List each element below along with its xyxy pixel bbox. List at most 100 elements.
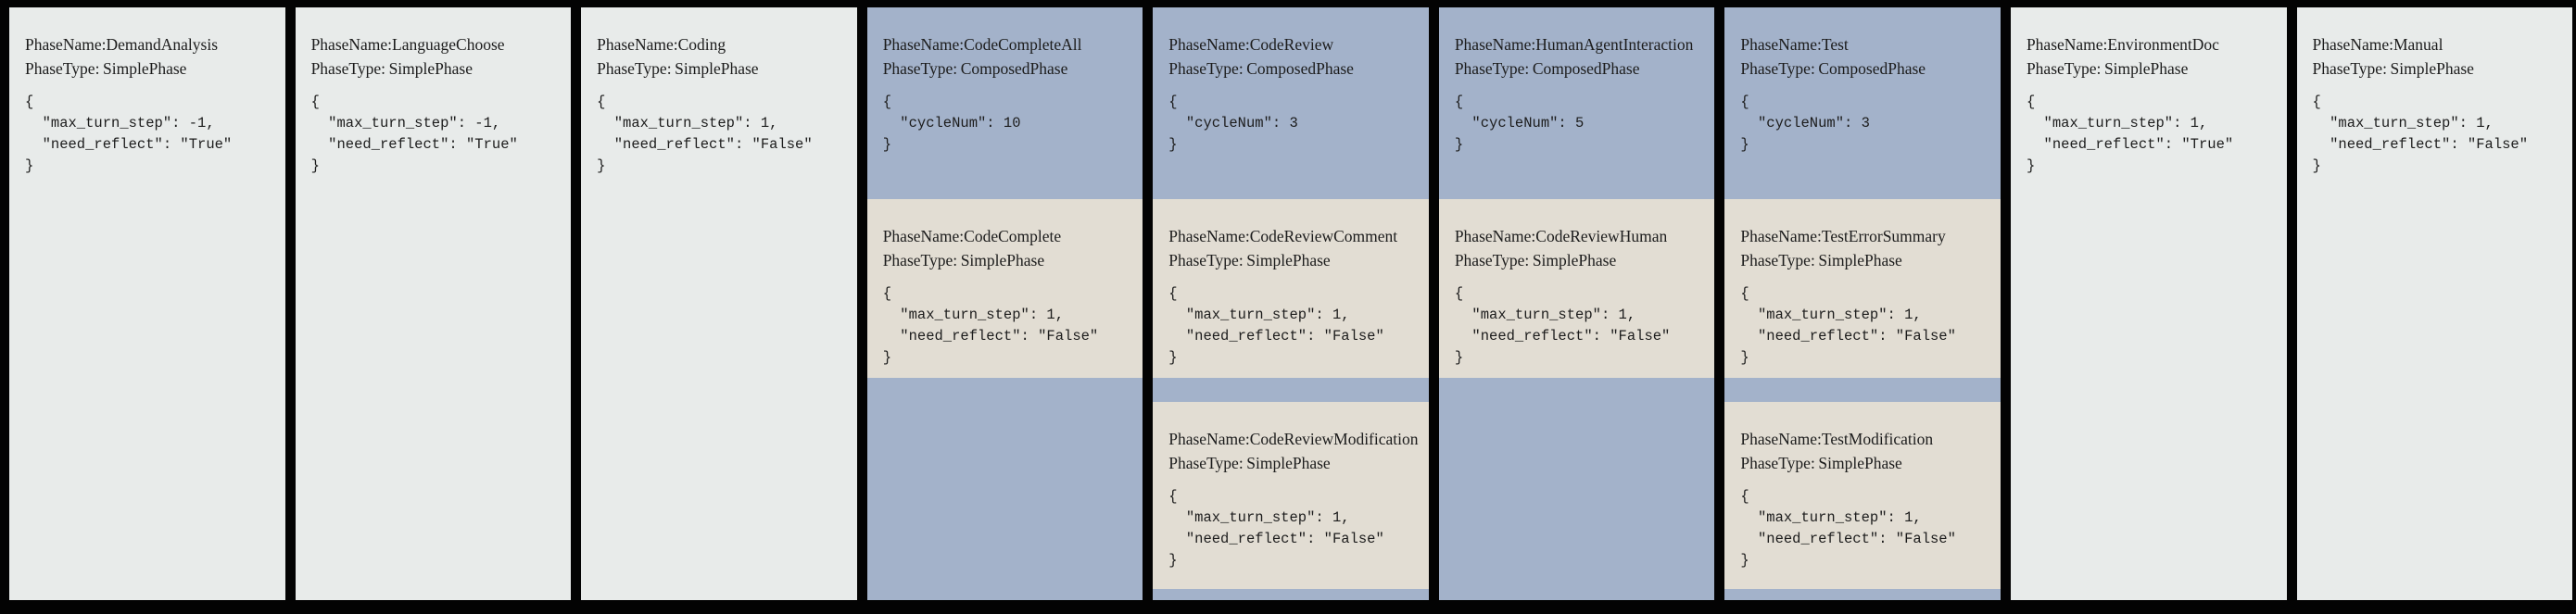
phase-params-json: { "max_turn_step": -1, "need_reflect": "… — [310, 94, 518, 174]
phase-params-json: { "cycleNum": 3 } — [1740, 94, 1870, 153]
phase-type-label: PhaseType: — [2312, 59, 2387, 78]
phase-name-label: PhaseName: — [25, 35, 107, 54]
card-filler — [581, 199, 857, 600]
phase-name-label: PhaseName: — [882, 227, 965, 245]
phase-name-label: PhaseName: — [1740, 430, 1822, 448]
phase-name-label: PhaseName: — [597, 35, 678, 54]
phase-name-value: CodeReviewHuman — [1535, 227, 1668, 245]
phase-name-value: CodeComplete — [964, 227, 1062, 245]
phase-type-label: PhaseType: — [1168, 251, 1244, 269]
phase-name-value: Coding — [677, 35, 726, 54]
phase-type-value: ComposedPhase — [1246, 59, 1354, 78]
phase-params-json: { "max_turn_step": 1, "need_reflect": "T… — [2026, 94, 2234, 174]
phase-name-label: PhaseName: — [2312, 35, 2393, 54]
phase-type-value: SimplePhase — [1818, 454, 1902, 472]
phase-name-line: PhaseName: CodeComplete — [883, 224, 1130, 248]
phase-type-line: PhaseType: SimplePhase — [1455, 248, 1702, 272]
card-filler — [2297, 199, 2573, 600]
phase-card-Coding: PhaseName: Coding PhaseType: SimplePhase… — [581, 7, 857, 600]
phase-section: PhaseName: Manual PhaseType: SimplePhase… — [2297, 7, 2573, 199]
phase-type-line: PhaseType: SimplePhase — [1168, 451, 1416, 475]
phase-card-Manual: PhaseName: Manual PhaseType: SimplePhase… — [2296, 7, 2573, 600]
phase-type-line: PhaseType: ComposedPhase — [883, 56, 1130, 81]
card-filler — [867, 378, 1143, 600]
phase-type-label: PhaseType: — [882, 59, 958, 78]
phase-type-value: SimplePhase — [960, 251, 1045, 269]
phase-name-label: PhaseName: — [1168, 227, 1250, 245]
phase-type-label: PhaseType: — [310, 59, 385, 78]
phase-name-label: PhaseName: — [1454, 35, 1536, 54]
sub-phase-card-TestModification: PhaseName: TestModification PhaseType: S… — [1724, 402, 2001, 589]
subphase-gap — [1153, 378, 1429, 402]
phase-type-value: ComposedPhase — [1818, 59, 1926, 78]
phase-name-label: PhaseName: — [1168, 35, 1250, 54]
card-filler — [1439, 378, 1715, 600]
phase-params-json: { "max_turn_step": 1, "need_reflect": "F… — [597, 94, 813, 174]
phase-type-label: PhaseType: — [1740, 251, 1815, 269]
phase-name-value: Test — [1821, 35, 1849, 54]
phase-params-json: { "max_turn_step": 1, "need_reflect": "F… — [2312, 94, 2529, 174]
phase-name-line: PhaseName: CodeReviewComment — [1168, 224, 1416, 248]
phase-name-value: LanguageChoose — [392, 35, 505, 54]
phase-type-value: SimplePhase — [2103, 59, 2189, 78]
phase-type-label: PhaseType: — [2026, 59, 2102, 78]
phase-section: PhaseName: HumanAgentInteraction PhaseTy… — [1439, 7, 1715, 199]
phase-name-line: PhaseName: Manual — [2313, 32, 2560, 56]
phase-type-line: PhaseType: SimplePhase — [1740, 248, 1988, 272]
phase-section: PhaseName: DemandAnalysis PhaseType: Sim… — [9, 7, 285, 199]
phase-params-json: { "max_turn_step": 1, "need_reflect": "F… — [1454, 285, 1671, 366]
phase-type-line: PhaseType: SimplePhase — [2027, 56, 2274, 81]
phase-type-line: PhaseType: SimplePhase — [311, 56, 559, 81]
sub-phase-card-CodeReviewModification: PhaseName: CodeReviewModification PhaseT… — [1153, 402, 1429, 589]
phase-name-line: PhaseName: CodeReview — [1168, 32, 1416, 56]
phase-name-value: Manual — [2393, 35, 2443, 54]
phase-params-json: { "cycleNum": 3 } — [1168, 94, 1298, 153]
phase-type-label: PhaseType: — [1168, 59, 1244, 78]
phase-name-line: PhaseName: CodeCompleteAll — [883, 32, 1130, 56]
sub-phase-card-TestErrorSummary: PhaseName: TestErrorSummary PhaseType: S… — [1724, 199, 2001, 378]
phase-name-line: PhaseName: EnvironmentDoc — [2027, 32, 2274, 56]
phase-name-label: PhaseName: — [2026, 35, 2108, 54]
phase-card-DemandAnalysis: PhaseName: DemandAnalysis PhaseType: Sim… — [9, 7, 285, 600]
phase-name-line: PhaseName: TestErrorSummary — [1740, 224, 1988, 248]
phase-name-label: PhaseName: — [1740, 35, 1822, 54]
phase-type-label: PhaseType: — [1740, 454, 1815, 472]
phase-params-json: { "max_turn_step": 1, "need_reflect": "F… — [1740, 488, 1956, 569]
phase-name-value: DemandAnalysis — [106, 35, 219, 54]
phase-name-line: PhaseName: TestModification — [1740, 427, 1988, 451]
phase-type-label: PhaseType: — [882, 251, 958, 269]
phase-type-value: SimplePhase — [1818, 251, 1902, 269]
phase-section: PhaseName: Coding PhaseType: SimplePhase… — [581, 7, 857, 199]
phase-type-line: PhaseType: SimplePhase — [1168, 248, 1416, 272]
phase-section: PhaseName: EnvironmentDoc PhaseType: Sim… — [2011, 7, 2287, 199]
phase-type-value: SimplePhase — [1246, 454, 1331, 472]
phase-section: PhaseName: CodeReview PhaseType: Compose… — [1153, 7, 1429, 199]
phase-params-json: { "max_turn_step": -1, "need_reflect": "… — [25, 94, 233, 174]
phase-name-value: HumanAgentInteraction — [1535, 35, 1694, 54]
phase-name-label: PhaseName: — [1454, 227, 1536, 245]
card-filler — [1153, 589, 1429, 600]
phase-type-value: SimplePhase — [1246, 251, 1331, 269]
phase-card-CodeReview: PhaseName: CodeReview PhaseType: Compose… — [1153, 7, 1429, 600]
phase-type-label: PhaseType: — [1168, 454, 1244, 472]
phase-type-value: ComposedPhase — [960, 59, 1068, 78]
phase-card-EnvironmentDoc: PhaseName: EnvironmentDoc PhaseType: Sim… — [2010, 7, 2287, 600]
phase-card-LanguageChoose: PhaseName: LanguageChoose PhaseType: Sim… — [295, 7, 572, 600]
phase-type-line: PhaseType: ComposedPhase — [1740, 56, 1988, 81]
phase-name-label: PhaseName: — [1740, 227, 1822, 245]
phase-type-label: PhaseType: — [1740, 59, 1815, 78]
phase-section: PhaseName: LanguageChoose PhaseType: Sim… — [296, 7, 572, 199]
phase-type-line: PhaseType: SimplePhase — [25, 56, 272, 81]
phase-type-line: PhaseType: SimplePhase — [597, 56, 844, 81]
phase-name-value: CodeReview — [1249, 35, 1334, 54]
phase-params-json: { "max_turn_step": 1, "need_reflect": "F… — [882, 285, 1099, 366]
phase-type-value: SimplePhase — [675, 59, 759, 78]
phase-name-line: PhaseName: CodeReviewHuman — [1455, 224, 1702, 248]
phase-type-value: SimplePhase — [103, 59, 187, 78]
phase-name-line: PhaseName: LanguageChoose — [311, 32, 559, 56]
sub-phase-card-CodeReviewComment: PhaseName: CodeReviewComment PhaseType: … — [1153, 199, 1429, 378]
card-filler — [2011, 199, 2287, 600]
phase-name-value: CodeReviewModification — [1249, 430, 1419, 448]
phase-params-json: { "cycleNum": 10 } — [882, 94, 1021, 153]
phase-name-value: CodeCompleteAll — [964, 35, 1082, 54]
